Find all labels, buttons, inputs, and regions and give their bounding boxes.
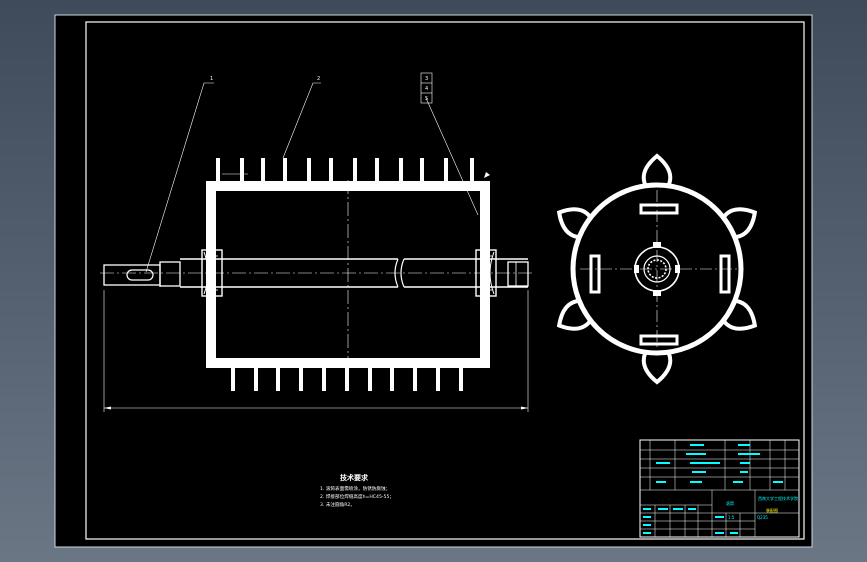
shaft: [103, 258, 529, 288]
teeth-top: [216, 158, 474, 186]
side-hub: [634, 242, 680, 296]
roller-front-view: 1 2 3 4 5: [100, 72, 535, 412]
tb-material: Q235: [757, 515, 768, 520]
notes-heading: 技术要求: [340, 473, 369, 482]
side-slots: [589, 203, 731, 346]
callout-5: 5: [425, 96, 428, 102]
teeth-bottom: [231, 363, 463, 391]
notes-item-1: 1. 滚筒表面需喷涂，防锈防腐蚀；: [320, 485, 390, 492]
notes-item-2: 2. 焊接部位焊缝高度h=HC45-55；: [320, 493, 394, 500]
notes-item-3: 3. 未注圆角R2。: [320, 501, 355, 508]
leader-lines: [145, 72, 479, 273]
tb-scale: 1:5: [728, 515, 735, 520]
tb-drawing-type: 装配图: [766, 507, 778, 513]
roller-side-view: [556, 153, 758, 385]
overall-dimension: [103, 290, 529, 412]
title-block: 滚筒 西南大学工程技术学院 装配图 1:5 Q235: [639, 439, 800, 538]
tb-part-name: 滚筒: [726, 500, 734, 506]
callout-2: 2: [317, 76, 320, 82]
callout-4: 4: [425, 86, 428, 92]
technical-notes: 技术要求 1. 滚筒表面需喷涂，防锈防腐蚀； 2. 焊接部位焊缝高度h=HC45…: [320, 473, 394, 508]
callout-1: 1: [210, 76, 213, 82]
callout-numbers: 1 2 3 4 5: [210, 76, 428, 102]
callout-3: 3: [425, 76, 428, 82]
tb-school: 西南大学工程技术学院: [758, 495, 798, 501]
drawing-border: [85, 21, 805, 540]
